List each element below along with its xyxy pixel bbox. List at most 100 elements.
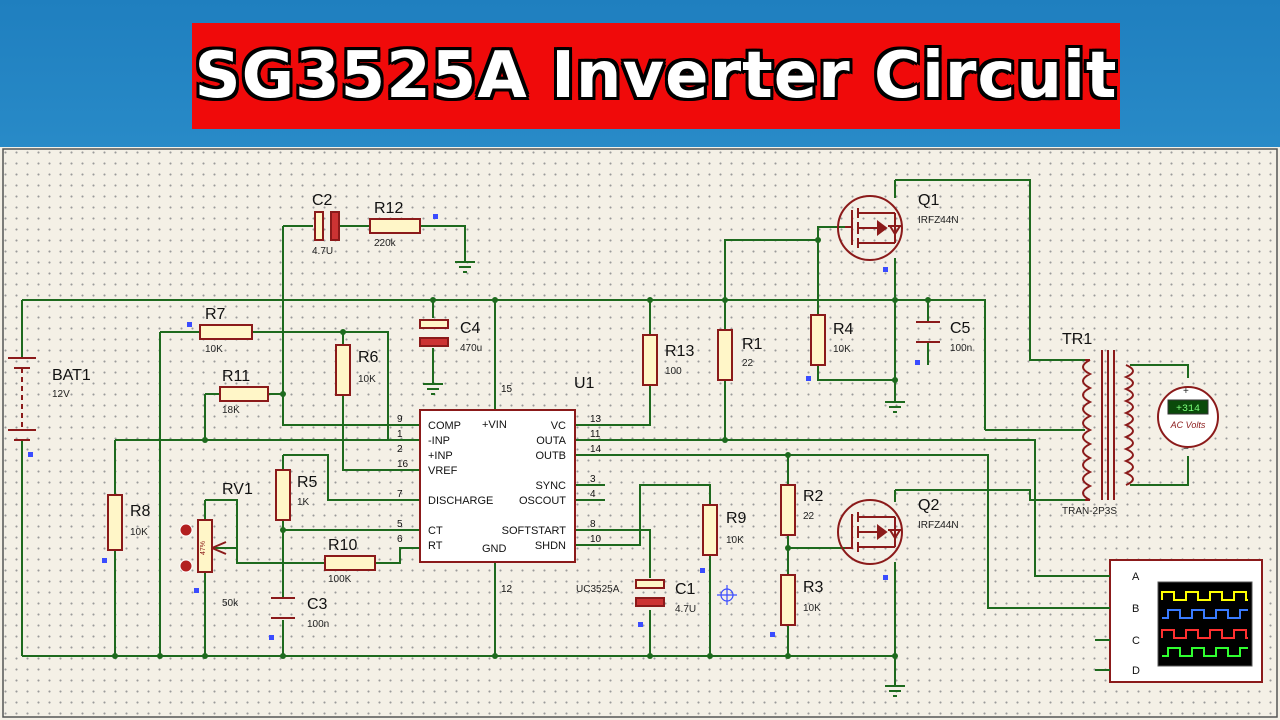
r6-value: 10K — [358, 374, 376, 385]
u1-pin-num: 7 — [397, 489, 403, 500]
potentiometer-rv1[interactable]: 47% RV1 50k — [179, 481, 253, 609]
u1-pin-name: VREF — [428, 465, 458, 477]
oscilloscope-channel-b: B — [1132, 603, 1139, 615]
capacitor-c4[interactable]: C4 470u — [419, 319, 482, 354]
rv1-decrement-icon[interactable] — [179, 559, 193, 573]
mosfet-q1[interactable]: Q1 IRFZ44N — [837, 192, 959, 261]
c5-value: 100n — [950, 343, 972, 354]
ic-u1[interactable]: U1 UC3525A 9COMP1-INP2+INP16VREF7DISCHAR… — [397, 375, 620, 595]
u1-pin-name: OUTB — [535, 450, 566, 462]
sheet-border — [2, 148, 1278, 718]
mosfet-q2[interactable]: Q2 IRFZ44N — [837, 497, 959, 565]
resistor-r4[interactable]: R4 10K — [810, 314, 854, 366]
r9-ref: R9 — [726, 510, 747, 527]
r8-ref: R8 — [130, 503, 151, 520]
oscilloscope-trace — [1162, 647, 1248, 657]
u1-pin-name: +VIN — [482, 419, 507, 431]
r13-value: 100 — [665, 366, 682, 377]
schematic-sheet[interactable]: BAT1 12V C2 4.7U R12 220k R7 10K R11 18K… — [0, 147, 1280, 720]
resistor-r6[interactable]: R6 10K — [335, 344, 379, 396]
bat1-ref: BAT1 — [52, 367, 91, 384]
u1-pin-name: VC — [551, 420, 566, 432]
u1-pin-num: 5 — [397, 519, 403, 530]
u1-pin-num: 15 — [501, 384, 513, 395]
resistor-r10[interactable]: R10 100K — [324, 537, 376, 585]
r10-ref: R10 — [328, 537, 357, 554]
resistor-r13[interactable]: R13 100 — [642, 334, 694, 386]
bat1-value: 12V — [52, 389, 70, 400]
c1-value: 4.7U — [675, 604, 696, 615]
resistor-r12[interactable]: R12 220k — [369, 200, 421, 249]
c2-ref: C2 — [312, 192, 333, 209]
resistor-r9[interactable]: R9 10K — [702, 504, 747, 556]
oscilloscope-trace — [1162, 609, 1248, 619]
rv1-value: 50k — [222, 598, 239, 609]
rv1-ref: RV1 — [222, 481, 253, 498]
oscilloscope-trace — [1161, 629, 1248, 639]
u1-pin-name: GND — [482, 543, 507, 555]
u1-pin-name: +INP — [428, 450, 453, 462]
c3-value: 100n — [307, 619, 329, 630]
u1-part: UC3525A — [576, 584, 620, 595]
c5-ref: C5 — [950, 320, 971, 337]
u1-pin-name: CT — [428, 525, 443, 537]
oscilloscope-channel-d: D — [1132, 665, 1140, 677]
u1-pin-num: 16 — [397, 459, 409, 470]
u1-pin-num: 9 — [397, 414, 403, 425]
voltmeter-label: AC Volts — [1170, 420, 1206, 430]
resistor-r7[interactable]: R7 10K — [199, 306, 253, 355]
u1-pin-num: 1 — [397, 429, 403, 440]
r7-ref: R7 — [205, 306, 226, 323]
r1-value: 22 — [742, 358, 754, 369]
banner-title: SG3525A Inverter Circuit — [194, 39, 1118, 113]
c4-ref: C4 — [460, 320, 481, 337]
transformer-tr1[interactable]: TR1 TRAN-2P3S — [1062, 331, 1134, 517]
r5-value: 1K — [297, 497, 310, 508]
resistor-r1[interactable]: R1 22 — [717, 329, 763, 381]
junctions — [112, 237, 931, 659]
rv1-increment-icon[interactable] — [179, 523, 193, 537]
ac-voltmeter[interactable]: +314 AC Volts + − — [1157, 386, 1219, 455]
u1-pin-name: OSCOUT — [519, 495, 566, 507]
q2-value: IRFZ44N — [918, 520, 959, 531]
capacitor-c1[interactable]: C1 4.7U — [635, 579, 696, 615]
u1-pins: 9COMP1-INP2+INP16VREF7DISCHARGE5CT6RT13V… — [397, 384, 602, 595]
capacitor-c3[interactable]: C3 100n — [271, 596, 329, 630]
wire-supply-rail — [22, 299, 986, 430]
oscilloscope-trace — [1161, 591, 1248, 601]
title-banner: SG3525A Inverter Circuit — [192, 23, 1120, 129]
u1-ref: U1 — [574, 375, 595, 392]
resistor-r2[interactable]: R2 22 — [780, 484, 824, 536]
voltmeter-reading: +314 — [1176, 404, 1200, 415]
r11-ref: R11 — [222, 368, 250, 385]
u1-pin-name: -INP — [428, 435, 450, 447]
r9-value: 10K — [726, 535, 744, 546]
u1-pin-num: 11 — [590, 429, 601, 440]
resistor-r5[interactable]: R5 1K — [275, 469, 318, 521]
u1-pin-name: OUTA — [536, 435, 566, 447]
resistor-r3[interactable]: R3 10K — [780, 574, 824, 626]
r12-ref: R12 — [374, 200, 403, 217]
r4-ref: R4 — [833, 321, 854, 338]
u1-pin-name: SOFTSTART — [502, 525, 567, 537]
schematic-canvas[interactable]: BAT1 12V C2 4.7U R12 220k R7 10K R11 18K… — [0, 147, 1280, 720]
r1-ref: R1 — [742, 336, 763, 353]
battery-bat1[interactable]: BAT1 12V — [8, 357, 91, 441]
capacitor-c5[interactable]: C5 100n — [916, 320, 972, 354]
u1-pin-num: 10 — [590, 534, 602, 545]
resistor-r8[interactable]: R8 10K — [107, 494, 151, 551]
capacitor-c2[interactable]: C2 4.7U — [312, 192, 340, 257]
u1-pin-name: SHDN — [535, 540, 566, 552]
r7-value: 10K — [205, 344, 223, 355]
r10-value: 100K — [328, 574, 352, 585]
oscilloscope-channel-a: A — [1132, 571, 1140, 583]
resistor-r11[interactable]: R11 18K — [219, 368, 269, 416]
r2-ref: R2 — [803, 488, 824, 505]
u1-pin-num: 14 — [590, 444, 602, 455]
r5-ref: R5 — [297, 474, 318, 491]
u1-pin-num: 3 — [590, 474, 596, 485]
c4-value: 470u — [460, 343, 482, 354]
r12-value: 220k — [374, 238, 397, 249]
